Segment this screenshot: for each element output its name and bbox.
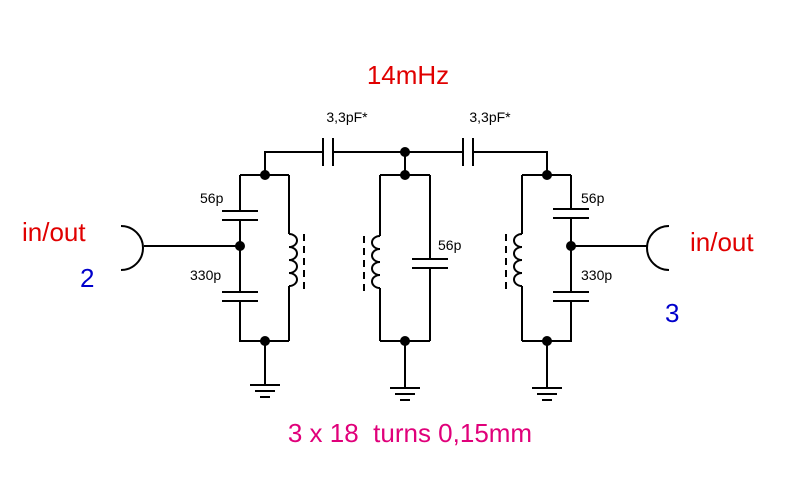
coupling-capacitor-right — [462, 138, 474, 166]
left-inductor — [288, 233, 298, 287]
middle-ground-symbol — [390, 387, 420, 401]
left-cap-top-label: 56p — [200, 190, 224, 206]
coupling-cap-right-label: 3,3pF* — [469, 109, 511, 125]
right-port-label: in/out — [690, 227, 754, 257]
frequency-label: 14mHz — [367, 60, 449, 90]
middle-tank — [363, 147, 448, 401]
right-inductor — [513, 233, 523, 287]
left-cap-bottom-label: 330p — [190, 267, 221, 283]
left-ground-symbol — [250, 384, 280, 398]
right-cap-top-label: 56p — [581, 190, 605, 206]
right-ground-symbol — [532, 387, 562, 401]
winding-note: 3 x 18 turns 0,15mm — [288, 418, 532, 448]
left-port-label: in/out — [22, 217, 86, 247]
right-tank — [505, 170, 670, 401]
left-port-jack — [120, 225, 144, 271]
left-tank — [120, 170, 305, 398]
right-port-jack — [646, 225, 670, 271]
right-cap-bottom-label: 330p — [581, 267, 612, 283]
right-port-number: 3 — [665, 298, 679, 328]
coupling-capacitor-left — [322, 138, 334, 166]
middle-inductor — [371, 235, 381, 289]
middle-cap-label: 56p — [438, 237, 462, 253]
left-port-number: 2 — [80, 263, 94, 293]
coupling-cap-left-label: 3,3pF* — [326, 109, 368, 125]
